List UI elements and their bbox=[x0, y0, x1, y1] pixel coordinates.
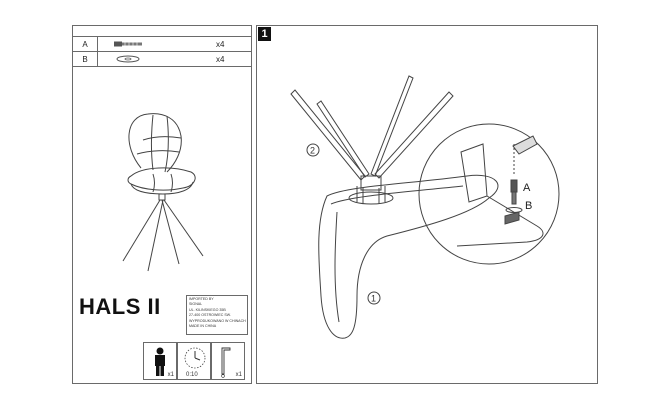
importer-line: SIGNAL bbox=[189, 302, 203, 307]
callout-seat: 1 bbox=[371, 294, 376, 304]
time-cell: 0:10 bbox=[177, 342, 211, 380]
callout-bolt: A bbox=[523, 182, 531, 194]
bolt-icon bbox=[97, 36, 204, 52]
parts-row-a: A x4 bbox=[73, 36, 251, 52]
part-quantity: x4 bbox=[204, 51, 251, 67]
person-icon bbox=[155, 347, 165, 376]
assembly-time: 0:10 bbox=[186, 372, 198, 378]
importer-line: WYPRODUKOWANO W CHINACH bbox=[189, 318, 246, 323]
washer-icon bbox=[97, 51, 204, 67]
clock-icon bbox=[184, 347, 206, 369]
detail-magnifier bbox=[418, 123, 560, 265]
importer-line: IMPORTED BY bbox=[189, 297, 214, 301]
callout-legs: 2 bbox=[310, 146, 315, 156]
importer-line: UL. KILINSKIEGO 35B bbox=[189, 307, 226, 312]
leg-base-drawing bbox=[290, 75, 454, 205]
step-number: 1 bbox=[258, 27, 271, 41]
seat-drawing bbox=[318, 174, 499, 339]
importer-line: 27-400 OSTROWIEC SW. bbox=[189, 313, 231, 318]
product-name: HALS II bbox=[79, 294, 161, 319]
tool-quantity: x1 bbox=[235, 372, 242, 378]
importer-line: MADE IN CHINA bbox=[189, 324, 217, 329]
parts-panel: A x4 B x4 bbox=[72, 25, 252, 384]
parts-table: A x4 B x4 bbox=[73, 36, 251, 67]
chair-illustration bbox=[122, 113, 204, 272]
tool-cell: x1 bbox=[211, 342, 245, 380]
assembly-step-panel: 1 bbox=[256, 25, 598, 384]
importer-label: IMPORTED BY SIGNAL UL. KILINSKIEGO 35B 2… bbox=[186, 295, 248, 335]
callout-washer: B bbox=[525, 200, 532, 212]
part-quantity: x4 bbox=[204, 36, 251, 52]
allen-key-icon bbox=[221, 347, 231, 378]
assembly-diagram: 2 1 A B bbox=[290, 75, 560, 339]
part-letter: A bbox=[73, 36, 98, 52]
parts-row-b: B x4 bbox=[73, 51, 251, 67]
persons-count: x1 bbox=[167, 372, 174, 378]
part-letter: B bbox=[73, 51, 98, 67]
persons-cell: x1 bbox=[143, 342, 177, 380]
